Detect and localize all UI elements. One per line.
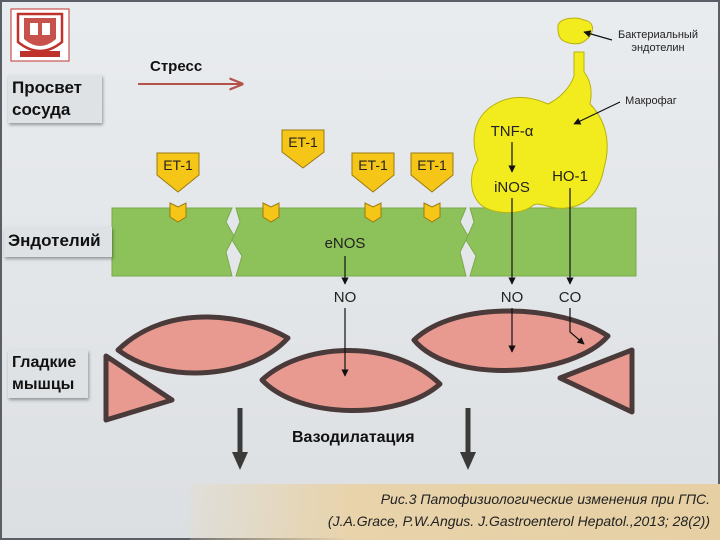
no-label-1: NO [334,289,357,306]
no-label-2: NO [501,289,524,306]
bacterial-endothelin-label: Бактериальный эндотелин [608,29,708,55]
caption-title: Рис.3 Патофизиологические изменения при … [190,488,710,510]
macrophage-label: Макрофаг [616,95,686,108]
muscle-cell-1 [118,317,288,373]
et1-tag-3: ET-1 [352,153,394,192]
et1-label: ET-1 [358,157,388,173]
et1-label: ET-1 [417,157,447,173]
enos-label: eNOS [325,235,366,252]
caption-reference: (J.A.Grace, P.W.Angus. J.Gastroenterol H… [190,510,710,532]
figure-caption: Рис.3 Патофизиологические изменения при … [190,484,720,540]
et1-label: ET-1 [163,157,193,173]
endothelium-label: Эндотелий [4,227,112,257]
smooth-muscle-layer [106,311,632,420]
co-label: CO [559,289,582,306]
et1-tag-2: ET-1 [282,130,324,168]
muscle-cell-3 [414,311,608,370]
et1-tags: ET-1 ET-1 ET-1 ET-1 [157,130,453,192]
endothelial-cell-3 [466,208,636,276]
ho1-label: HO-1 [552,168,588,185]
lumen-label: Просвет сосуда [8,75,102,123]
tnf-alpha-label: TNF-α [491,123,534,140]
bacterial-endothelin-shape [558,18,593,44]
smooth-muscle-label: Гладкие мышцы [8,350,88,398]
et1-label: ET-1 [288,134,318,150]
stress-label: Стресс [150,58,202,75]
muscle-cell-2 [262,350,440,410]
et1-tag-1: ET-1 [157,153,199,192]
inos-label: iNOS [494,179,530,196]
vasodilation-label: Вазодилатация [292,429,415,447]
et1-tag-4: ET-1 [411,153,453,192]
